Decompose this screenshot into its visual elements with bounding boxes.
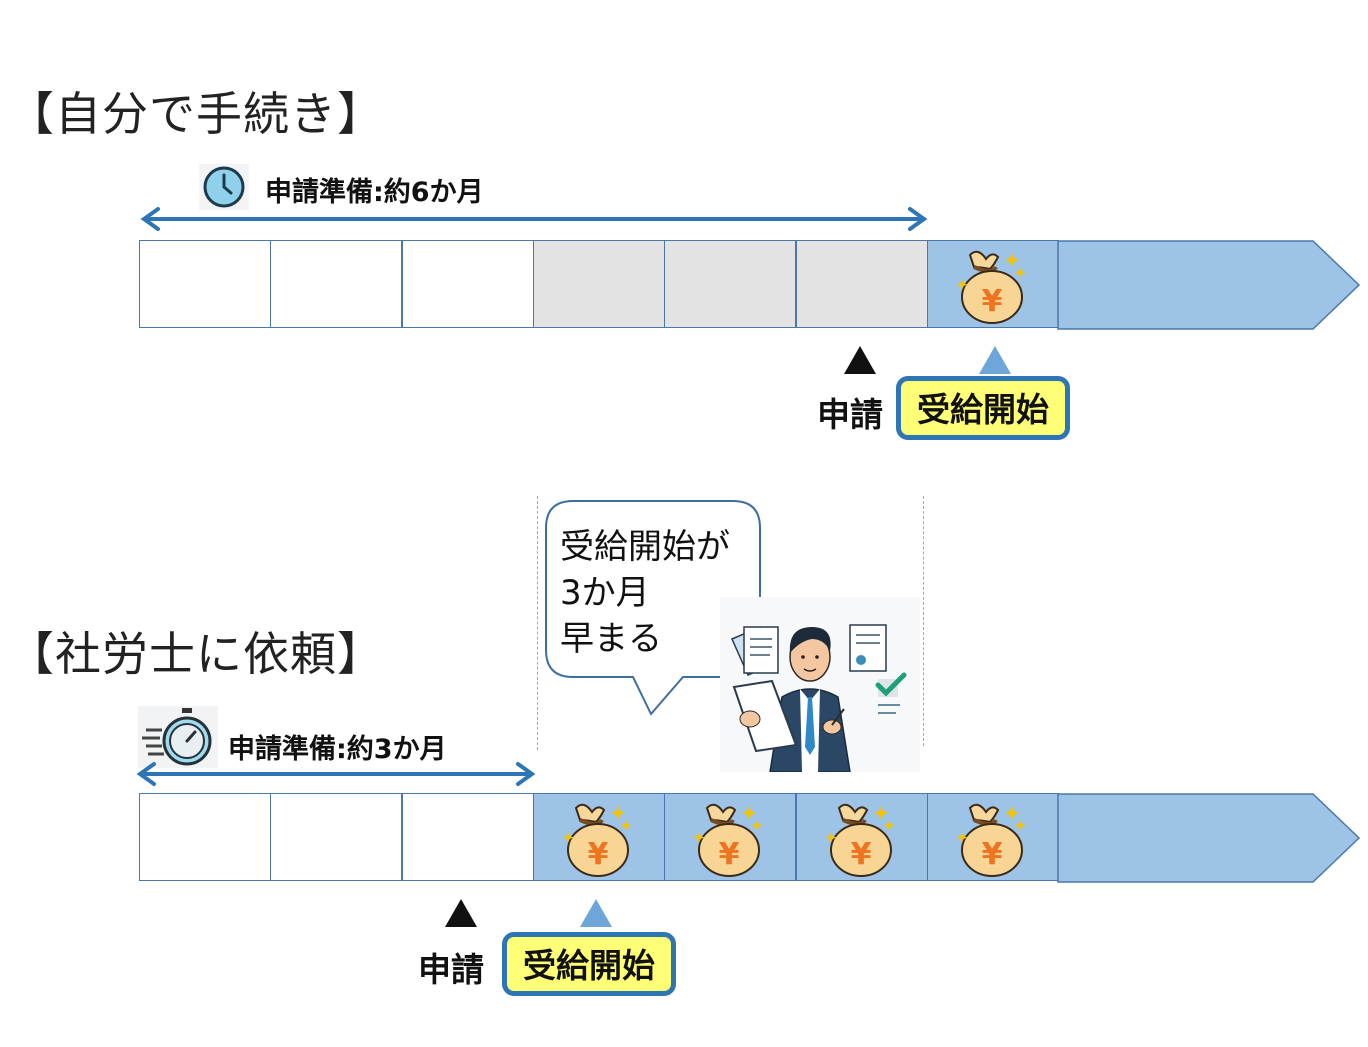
apply-label-expert: 申請 (418, 950, 484, 989)
money-bag-icon: ¥ (956, 250, 1026, 324)
month-cell-benefit: ¥ (927, 793, 1059, 881)
benefit-start-badge-self: 受給開始 (896, 376, 1070, 440)
clock-icon (199, 164, 249, 210)
timeline-expert: ¥ ¥ ¥ ¥ (139, 793, 1361, 883)
callout-line: 受給開始が (560, 527, 730, 567)
benefit-start-badge-expert: 受給開始 (502, 932, 676, 996)
prep-duration-label-self: 申請準備:約6か月 (265, 177, 484, 208)
guide-line-left (537, 496, 538, 750)
guide-line-right (923, 496, 924, 746)
svg-text:¥: ¥ (982, 284, 1003, 319)
month-cell-benefit: ¥ (927, 240, 1059, 328)
month-cell (139, 793, 271, 881)
month-cell-benefit: ¥ (664, 793, 796, 881)
month-cell-waiting (664, 240, 796, 328)
apply-marker-icon (445, 899, 477, 927)
month-cell-benefit: ¥ (796, 793, 928, 881)
svg-text:¥: ¥ (588, 837, 609, 872)
money-bag-icon: ¥ (825, 803, 895, 877)
timeline-self: ¥ (139, 240, 1361, 330)
section-title-expert: 【社労士に依頼】 (8, 627, 384, 681)
money-bag-icon: ¥ (693, 803, 763, 877)
prep-span-arrow-expert (136, 762, 536, 786)
month-cell (402, 793, 534, 881)
callout-line: 早まる (560, 619, 662, 659)
section-title-self: 【自分で手続き】 (8, 87, 384, 141)
svg-text:¥: ¥ (719, 837, 740, 872)
prep-duration-label-expert: 申請準備:約3か月 (228, 734, 447, 765)
prep-span-arrow-self (140, 207, 928, 231)
month-cell-waiting (533, 240, 665, 328)
stopwatch-icon (138, 706, 218, 768)
month-cell (402, 240, 534, 328)
start-marker-icon (580, 899, 612, 927)
month-cell-benefit: ¥ (533, 793, 665, 881)
advisor-illustration (720, 597, 920, 773)
month-cell (270, 240, 402, 328)
money-bag-icon: ¥ (956, 803, 1026, 877)
month-cell (270, 793, 402, 881)
svg-text:¥: ¥ (982, 837, 1003, 872)
timeline-continuation-arrow (1057, 793, 1361, 883)
month-cell (139, 240, 271, 328)
svg-text:¥: ¥ (851, 837, 872, 872)
speech-bubble (545, 500, 761, 716)
apply-label-self: 申請 (817, 395, 883, 434)
timeline-continuation-arrow (1057, 240, 1361, 330)
money-bag-icon: ¥ (562, 803, 632, 877)
month-cell-waiting (796, 240, 928, 328)
callout-text: 受給開始が 3か月 早まる (560, 524, 730, 662)
start-marker-icon (979, 346, 1011, 374)
apply-marker-icon (844, 346, 876, 374)
callout-line: 3か月 (560, 573, 650, 613)
